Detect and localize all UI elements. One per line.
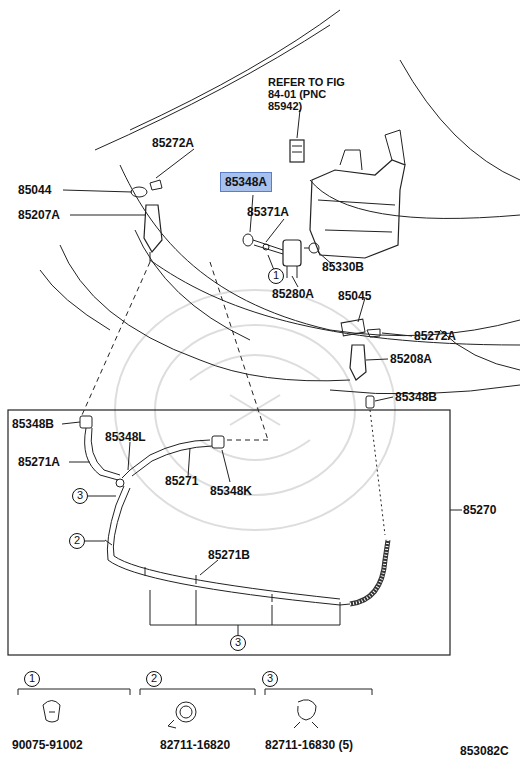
part-number: 82711-16830 (5)	[265, 738, 353, 752]
callout-circle: 3	[262, 671, 278, 687]
part-number: 85044	[18, 183, 51, 197]
part-number: 85208A	[390, 352, 432, 366]
callout-circle: 2	[146, 671, 162, 687]
part-number: 85330B	[322, 260, 364, 274]
callout-circle: 2	[69, 533, 85, 549]
part-number: 85271	[165, 474, 198, 488]
part-number: 85348A	[225, 175, 267, 189]
part-number: 85271A	[18, 455, 60, 469]
callout-number: 3	[73, 489, 87, 502]
part-number: 85271B	[208, 548, 250, 562]
callout-circle: 1	[24, 671, 40, 687]
highlighted-part-box: 85348A	[220, 172, 272, 192]
part-number: 82711-16820	[160, 738, 230, 752]
part-number: 85280A	[272, 287, 314, 301]
callout-number: 1	[25, 672, 39, 685]
callout-circle: 3	[230, 635, 246, 651]
part-number: 90075-91002	[12, 738, 83, 752]
callout-number: 3	[231, 636, 245, 649]
callout-circle: 1	[268, 268, 284, 284]
part-number: 85272A	[152, 136, 194, 150]
part-number: 85348B	[12, 417, 54, 431]
part-number: 85348K	[210, 484, 252, 498]
part-number: 85272A	[414, 329, 456, 343]
part-number: 85371A	[247, 205, 289, 219]
part-number: 85348B	[395, 390, 437, 404]
figure-code: 853082C	[460, 744, 509, 758]
part-number: 85045	[338, 289, 371, 303]
part-number: 85270	[463, 503, 496, 517]
callout-number: 2	[70, 534, 84, 547]
reference-note: REFER TO FIG 84-01 (PNC 85942)	[268, 76, 348, 112]
part-number: 85348L	[105, 430, 146, 444]
part-number: 85207A	[18, 208, 60, 222]
callout-number: 2	[147, 672, 161, 685]
callout-number: 3	[263, 672, 277, 685]
callout-circle: 3	[72, 488, 88, 504]
callout-number: 1	[269, 269, 283, 282]
